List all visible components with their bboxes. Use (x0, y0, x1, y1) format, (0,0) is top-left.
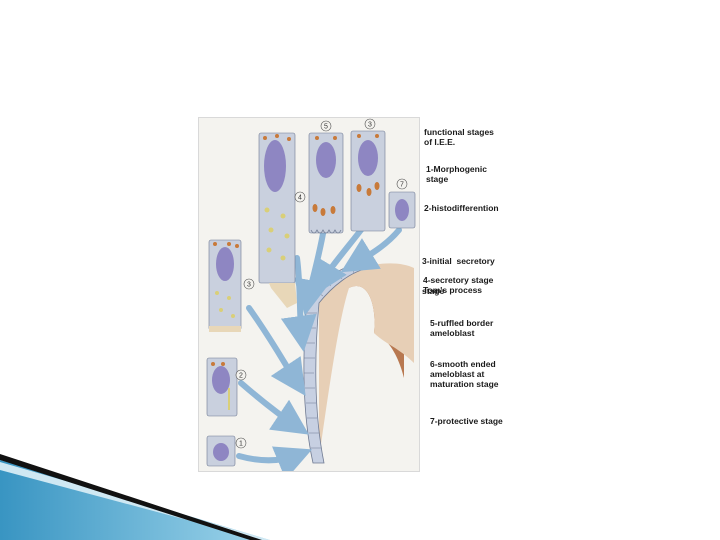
stage-label-5-line-1: 5-ruffled border (430, 318, 494, 328)
figure-title: functional stages of I.E.E. (424, 127, 494, 147)
stage-label-2-line-1: 2-histodifferention (424, 203, 499, 213)
stage-label-1-line-1: 1-Morphogenic (426, 164, 487, 174)
arrow-stage-7 (340, 227, 402, 273)
stage-label-6-line-3: maturation stage (430, 379, 499, 389)
cell-stage-5 (308, 132, 344, 234)
cell-stage-6 (350, 130, 386, 232)
arrow-stage-2 (238, 380, 309, 435)
nucleus (213, 443, 229, 461)
cell-stage-1 (206, 435, 236, 467)
stage-label-2: 2-histodifferention (424, 203, 499, 213)
stage-label-3: 3-initial secretory stage (422, 236, 495, 316)
cell-stage-7 (388, 191, 416, 229)
cell-stage-2 (206, 357, 238, 417)
enamel-layer (319, 263, 414, 458)
arrow-stage-4 (280, 255, 317, 352)
deco-black-stripe (0, 454, 262, 540)
stage-label-1: 1-Morphogenic stage (426, 164, 487, 184)
corner-decoration (0, 454, 270, 540)
figure-title-line-2: of I.E.E. (424, 137, 456, 147)
nucleus (395, 199, 409, 221)
cell-number-badges: 1 2 3 4 5 3 7 (235, 118, 408, 449)
stage-label-7: 7-protective stage (430, 416, 503, 426)
stage-label-5: 5-ruffled border ameloblast (430, 318, 493, 338)
cell-number-1: 1 (239, 441, 243, 448)
cell-number-7: 7 (400, 182, 404, 189)
cell-stage-4 (258, 132, 297, 308)
stage-label-6-line-2: ameloblast at (430, 369, 485, 379)
stage-label-1-line-2: stage (426, 174, 449, 184)
stage-label-7-line-1: 7-protective stage (430, 416, 503, 426)
figure-drawing: 1 2 3 4 5 3 7 (206, 118, 416, 471)
nucleus (212, 366, 230, 394)
cell-number-3-left: 3 (247, 282, 251, 289)
figure-title-line-1: functional stages (424, 127, 494, 137)
ameloblast-stages-figure: 1 2 3 4 5 3 7 (198, 117, 420, 472)
stage-label-3-line-1: 3-initial secretory (422, 256, 495, 266)
arrow-stage-3 (246, 305, 306, 396)
stage-arrows (236, 223, 402, 471)
nucleus (264, 140, 286, 192)
nucleus (216, 247, 234, 281)
cell-number-5: 5 (324, 124, 328, 131)
arrow-stage-6 (312, 223, 367, 297)
cell-number-2: 2 (239, 373, 243, 380)
stage-label-5-line-2: ameloblast (430, 328, 475, 338)
cell-stage-3-left (208, 239, 242, 332)
stage-label-4-line-1: 4-secretory stage (423, 275, 494, 285)
nucleus (316, 142, 336, 178)
cell-number-3-top: 3 (368, 122, 372, 129)
cell-number-4: 4 (298, 195, 302, 202)
stage-label-4-line-2: Tom's process (423, 285, 483, 295)
stage-label-6: 6-smooth ended ameloblast at maturation … (430, 359, 499, 389)
arrow-stage-1 (236, 446, 313, 471)
stage-label-3-line-2: stage (422, 286, 445, 296)
stage-label-6-line-1: 6-smooth ended (430, 359, 496, 369)
stage-label-4: 4-secretory stage Tom's process (423, 275, 493, 295)
nucleus (358, 140, 378, 176)
